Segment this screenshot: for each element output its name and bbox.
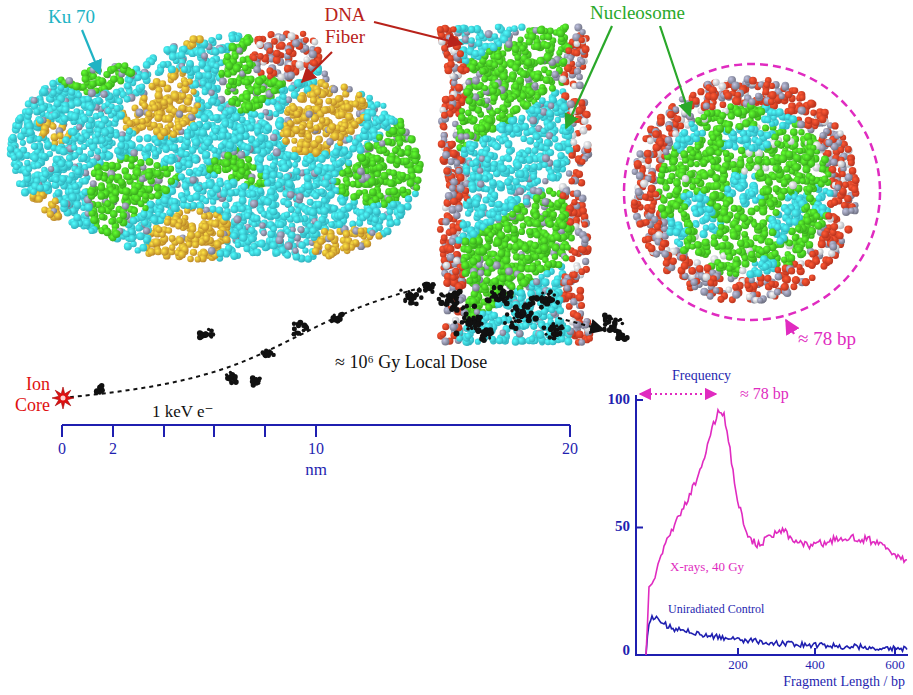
figure: Ku 70DNA FiberNucleosome≈ 78 bp≈ 10⁶ Gy … <box>0 0 913 695</box>
